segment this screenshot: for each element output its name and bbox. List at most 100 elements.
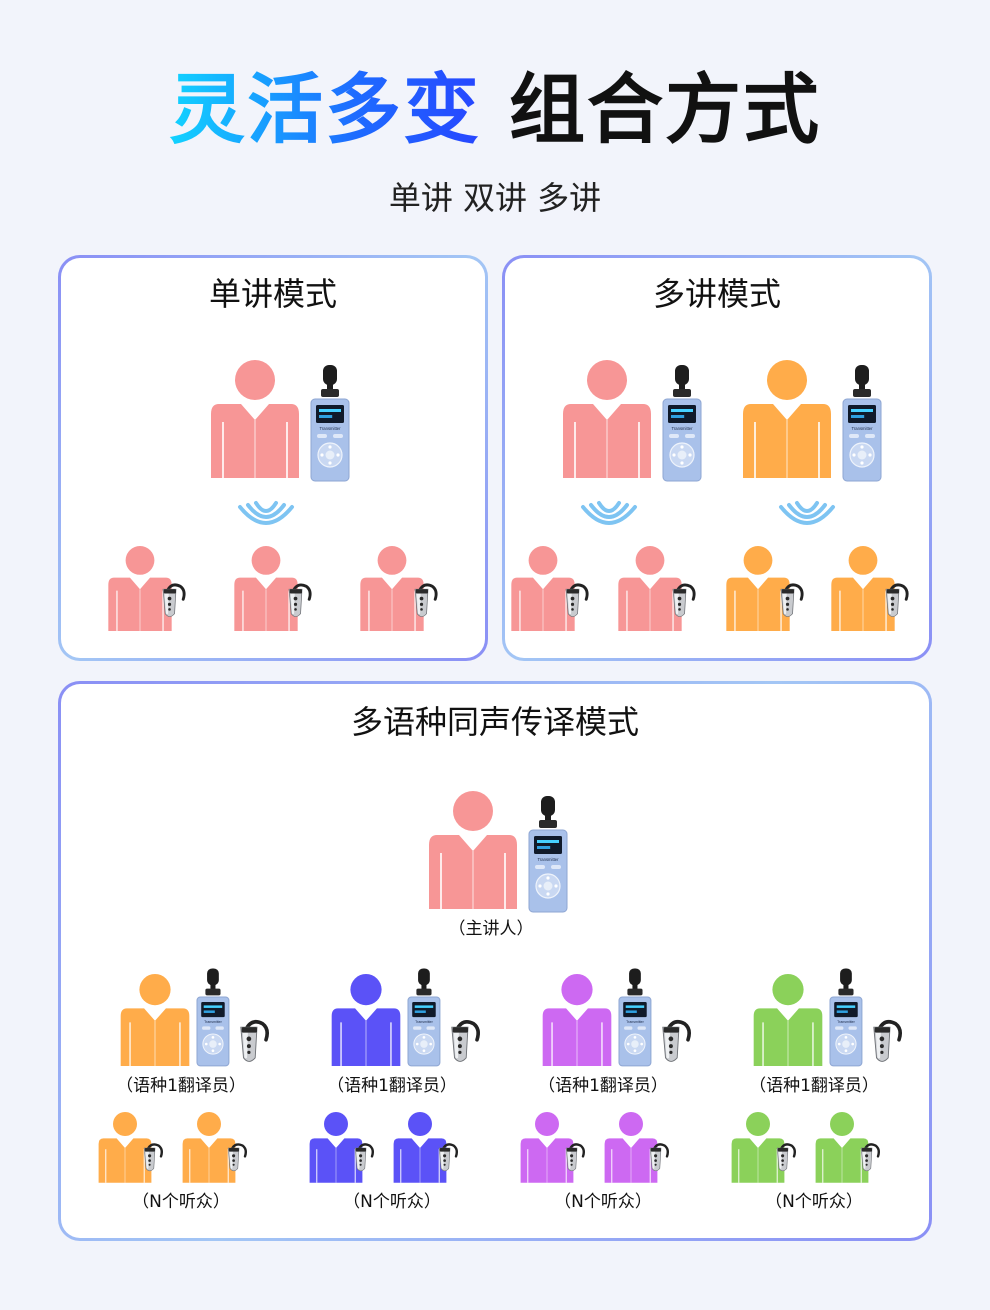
- translator-transmitter-icon: Transmitter: [829, 968, 863, 1067]
- listeners-caption-4: （N个听众）: [765, 1192, 863, 1212]
- wireless-signal-icon: [238, 501, 294, 525]
- speaker-person-icon: [211, 360, 299, 478]
- listener-a: [731, 1112, 796, 1183]
- listener-3: [726, 546, 804, 631]
- receiver-earpiece-icon: [672, 583, 696, 617]
- receiver-earpiece-icon: [649, 1143, 669, 1172]
- transmitter-label: Transmitter: [415, 1020, 433, 1024]
- translator-person-icon: [542, 974, 612, 1067]
- listener-person-icon: [309, 1112, 363, 1183]
- translator-caption-2: （语种1翻译员）: [327, 1076, 457, 1096]
- listener-person-icon: [731, 1112, 785, 1183]
- listener-person-icon: [831, 546, 895, 631]
- listener-2: [234, 546, 312, 631]
- translator-caption-3: （语种1翻译员）: [538, 1076, 668, 1096]
- translator-receiver-icon: [451, 1020, 480, 1062]
- speaker-1-person-icon: [563, 360, 651, 478]
- listener-a: [309, 1112, 374, 1183]
- listener-1: [511, 546, 589, 631]
- listeners-caption-1: （N个听众）: [132, 1192, 230, 1212]
- speaker-2-person-icon: [743, 360, 831, 478]
- listener-person-icon: [98, 1112, 152, 1183]
- page-title: 灵活多变组合方式: [0, 62, 990, 158]
- transmitter-label: Transmitter: [204, 1020, 222, 1024]
- translator-transmitter-icon: Transmitter: [407, 968, 441, 1067]
- listener-3: [360, 546, 438, 631]
- single-speaker-diagram: Transmitter: [108, 360, 438, 631]
- receiver-earpiece-icon: [414, 583, 438, 617]
- listener-2: [618, 546, 696, 631]
- transmitter-label: Transmitter: [837, 1020, 855, 1024]
- title-highlight: 灵活多变: [169, 65, 481, 154]
- transmitter-1-icon: Transmitter: [662, 365, 702, 482]
- translator-caption-4: （语种1翻译员）: [749, 1076, 879, 1096]
- receiver-earpiece-icon: [354, 1143, 374, 1172]
- listener-person-icon: [511, 546, 575, 631]
- receiver-earpiece-icon: [885, 583, 909, 617]
- transmitter-icon: Transmitter: [310, 365, 350, 482]
- wireless-signal-2-icon: [779, 501, 835, 525]
- multi-speaker-panel: 多讲模式 Transmitter Transmitter: [502, 255, 932, 661]
- transmitter-2-icon: Transmitter: [842, 365, 882, 482]
- receiver-earpiece-icon: [860, 1143, 880, 1172]
- transmitter-label: Transmitter: [626, 1020, 644, 1024]
- language-group-4: Transmitter: [731, 968, 902, 1183]
- listener-person-icon: [520, 1112, 574, 1183]
- listener-person-icon: [182, 1112, 236, 1183]
- transmitter-label: Transmitter: [671, 426, 693, 431]
- translator-receiver-icon: [873, 1020, 902, 1062]
- transmitter-label: Transmitter: [319, 426, 341, 431]
- listener-1: [108, 546, 186, 631]
- receiver-earpiece-icon: [227, 1143, 247, 1172]
- listener-person-icon: [618, 546, 682, 631]
- main-speaker-person-icon: [429, 791, 517, 909]
- language-group-1: Transmitter: [98, 968, 269, 1183]
- speaker-caption: （主讲人）: [448, 919, 534, 939]
- listeners-caption-3: （N个听众）: [554, 1192, 652, 1212]
- title-rest: 组合方式: [509, 65, 821, 154]
- wireless-signal-1-icon: [581, 501, 637, 525]
- receiver-earpiece-icon: [780, 583, 804, 617]
- listener-b: [604, 1112, 669, 1183]
- listener-person-icon: [108, 546, 172, 631]
- listener-person-icon: [234, 546, 298, 631]
- listener-person-icon: [604, 1112, 658, 1183]
- language-group-2: Transmitter: [309, 968, 480, 1183]
- translator-transmitter-icon: Transmitter: [196, 968, 230, 1067]
- transmitter-label: Transmitter: [851, 426, 873, 431]
- single-speaker-panel: 单讲模式 Transmitter: [58, 255, 488, 661]
- receiver-earpiece-icon: [143, 1143, 163, 1172]
- translator-caption-1: （语种1翻译员）: [116, 1076, 246, 1096]
- main-transmitter-icon: Transmitter: [528, 796, 568, 913]
- listener-a: [520, 1112, 585, 1183]
- language-group-3: Transmitter: [520, 968, 691, 1183]
- receiver-earpiece-icon: [565, 1143, 585, 1172]
- panel-title-single: 单讲模式: [208, 275, 337, 313]
- receiver-earpiece-icon: [438, 1143, 458, 1172]
- translator-receiver-icon: [240, 1020, 269, 1062]
- listener-person-icon: [815, 1112, 869, 1183]
- receiver-earpiece-icon: [162, 583, 186, 617]
- listener-person-icon: [393, 1112, 447, 1183]
- translator-transmitter-icon: Transmitter: [618, 968, 652, 1067]
- translator-person-icon: [120, 974, 190, 1067]
- receiver-earpiece-icon: [565, 583, 589, 617]
- translator-person-icon: [753, 974, 823, 1067]
- transmitter-label: Transmitter: [537, 857, 559, 862]
- listener-person-icon: [360, 546, 424, 631]
- listener-a: [98, 1112, 163, 1183]
- receiver-earpiece-icon: [288, 583, 312, 617]
- panel-title-multi: 多讲模式: [652, 275, 781, 313]
- page-subtitle: 单讲 双讲 多讲: [388, 179, 602, 217]
- translator-person-icon: [331, 974, 401, 1067]
- receiver-earpiece-icon: [776, 1143, 796, 1172]
- listener-b: [393, 1112, 458, 1183]
- multi-speaker-diagram: Transmitter Transmitter: [511, 360, 909, 631]
- listener-person-icon: [726, 546, 790, 631]
- translator-receiver-icon: [662, 1020, 691, 1062]
- listener-b: [182, 1112, 247, 1183]
- listener-4: [831, 546, 909, 631]
- listener-b: [815, 1112, 880, 1183]
